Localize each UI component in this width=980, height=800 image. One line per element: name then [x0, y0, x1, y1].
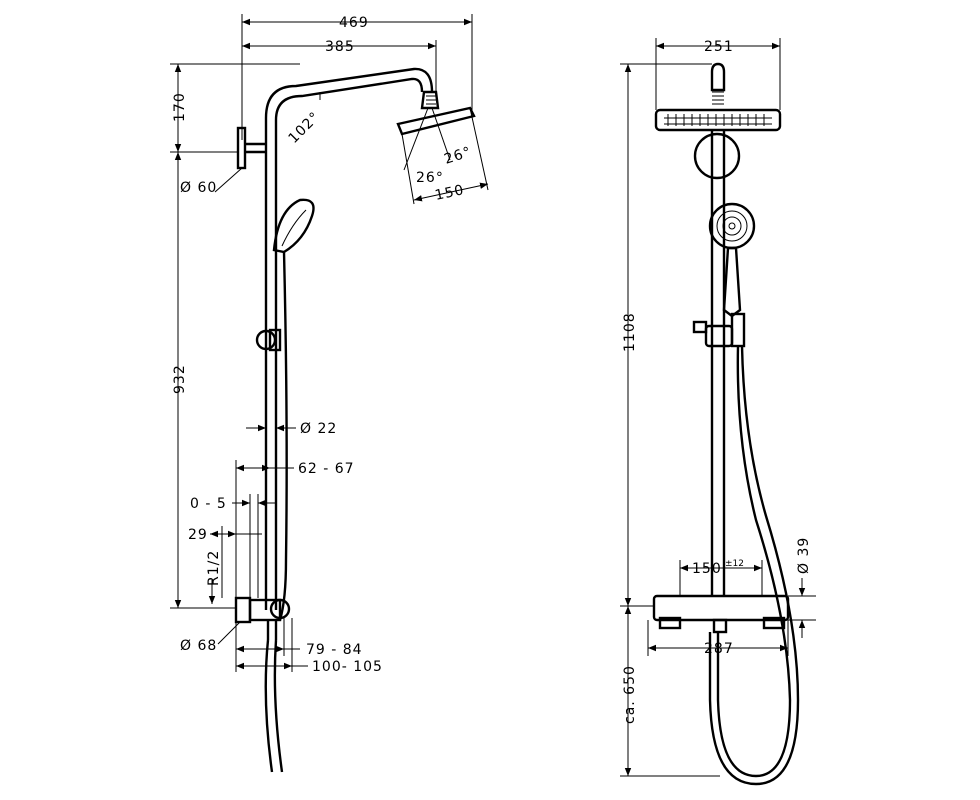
dim-100-105: 100- 105: [312, 659, 383, 675]
dim-head-150: 150: [434, 182, 466, 204]
dim-escutcheon-68: Ø 68: [180, 638, 217, 654]
dim-170: 170: [172, 92, 188, 122]
wall-disc-front: [693, 132, 741, 180]
dim-79-84: 79 - 84: [306, 642, 363, 658]
dim-angle-102: 102°: [286, 109, 324, 147]
shower-arm: [264, 67, 434, 152]
hand-shower-front: [708, 202, 756, 318]
side-dimensions: 469 385 170 102° Ø 60 26° 26° 150: [170, 14, 489, 675]
dim-932: 932: [172, 364, 188, 394]
hose-front: [716, 345, 792, 778]
overhead-shower-front: [654, 108, 782, 132]
dim-469: 469: [339, 15, 369, 31]
slider-front: [692, 312, 746, 348]
overhead-shower-nozzles: [664, 114, 772, 126]
dim-angle-26-right: 26°: [442, 144, 473, 168]
dim-ca-650: ca. 650: [622, 665, 638, 724]
dim-centres-tolerance: ±12: [725, 559, 744, 569]
thermostat-mixer: [234, 596, 291, 640]
slider-holder: [255, 328, 282, 352]
wall-bracket: [245, 142, 266, 154]
hand-shower: [272, 198, 315, 254]
dim-1108: 1108: [622, 312, 638, 352]
dim-pipe-22: Ø 22: [300, 421, 337, 437]
dim-disc-60: Ø 60: [180, 180, 217, 196]
shower-hose: [264, 639, 284, 773]
dim-385: 385: [325, 39, 355, 55]
dim-251: 251: [704, 39, 734, 55]
hose-back: [278, 251, 288, 621]
dim-287: 287: [704, 641, 734, 657]
dim-angle-26-left: 26°: [416, 170, 444, 186]
dim-centres-150: 150: [692, 561, 722, 577]
dim-0-5: 0 - 5: [190, 496, 227, 512]
dim-29: 29: [188, 527, 208, 543]
top-connector: [710, 62, 726, 92]
dim-thread-r12: R1/2: [206, 550, 222, 586]
front-dimensions: 251 1108 150 ±12 Ø 39 287: [620, 38, 816, 777]
dim-mixer-39: Ø 39: [796, 537, 812, 574]
side-view: 469 385 170 102° Ø 60 26° 26° 150: [170, 14, 489, 773]
overhead-shower: [396, 90, 476, 136]
shower-arm-inner: [274, 77, 424, 152]
front-view: 251 1108 150 ±12 Ø 39 287: [620, 38, 816, 786]
thermostat-front: [652, 594, 790, 634]
rail-front: [710, 130, 726, 596]
dim-62-67: 62 - 67: [298, 461, 355, 477]
